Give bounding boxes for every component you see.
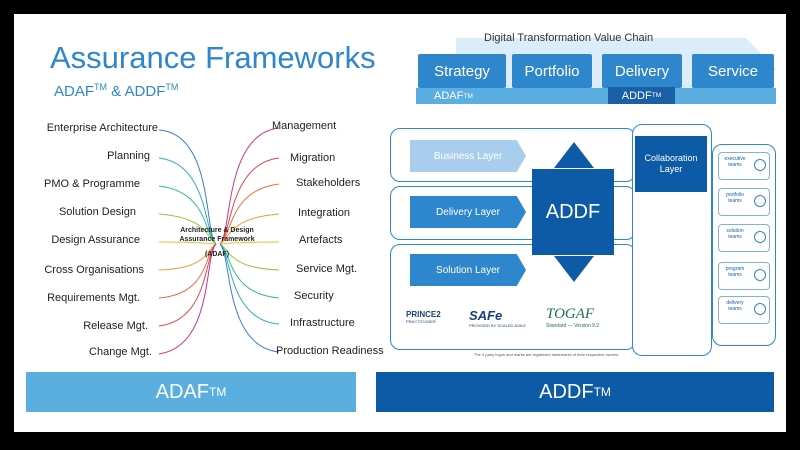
business-layer-tag: Business Layer	[410, 140, 526, 172]
adaf-item: Security	[294, 290, 334, 302]
subtitle-tm: TM	[94, 82, 108, 92]
adaf-item: Release Mgt.	[83, 320, 148, 332]
stage-service: Service	[692, 54, 774, 88]
adaf-connector-lines	[158, 127, 280, 355]
addf-core: ADDF	[532, 169, 614, 255]
subtitle-tm2: TM	[165, 82, 179, 92]
adaf-item: Solution Design	[58, 206, 136, 218]
togaf-logo: TOGAF Standard — Version 9.2	[546, 306, 600, 329]
adaf-item: Management	[272, 120, 337, 132]
delivery-layer-tag: Delivery Layer	[410, 196, 526, 228]
prince2-logo: PRINCE2 PRACTITIONER	[406, 310, 441, 324]
user-icon	[754, 303, 766, 315]
value-chain-title: Digital Transformation Value Chain	[484, 32, 654, 44]
adaf-item: Stakeholders	[296, 177, 361, 189]
adaf-item: Production Readiness	[276, 345, 384, 357]
trademark-footnote: The 3 party logos and marks are register…	[474, 352, 620, 357]
user-icon	[754, 195, 766, 207]
adaf-item: Integration	[298, 207, 350, 219]
adaf-center-label: Architecture & Design Assurance Framewor…	[179, 227, 255, 258]
subtitle-adaf: ADAF	[54, 83, 95, 100]
user-icon	[754, 269, 766, 281]
adaf-item: PMO & Programme	[44, 178, 140, 190]
adaf-item: Service Mgt.	[296, 263, 358, 275]
solution-layer-tag: Solution Layer	[410, 254, 526, 286]
page-subtitle: ADAFTM & ADDFTM	[54, 82, 178, 100]
stage-portfolio: Portfolio	[512, 54, 592, 88]
page-title: Assurance Frameworks	[50, 40, 376, 75]
adaf-item: Design Assurance	[51, 234, 140, 246]
adaf-item: Infrastructure	[290, 317, 355, 329]
value-chain-strip	[416, 88, 776, 104]
adaf-item: Enterprise Architecture	[46, 122, 158, 134]
adaf-item: Migration	[290, 152, 336, 164]
stage-delivery: Delivery	[602, 54, 682, 88]
user-icon	[754, 159, 766, 171]
slide: Assurance Frameworks ADAFTM & ADDFTM Dig…	[14, 14, 786, 432]
adaf-item: Cross Organisations	[44, 264, 144, 276]
safe-logo: SAFe PROVIDED BY SCALED AGILE	[469, 308, 527, 328]
subtitle-addf: & ADDF	[107, 83, 166, 100]
user-icon	[754, 231, 766, 243]
adaf-item: Change Mgt.	[89, 346, 152, 358]
adaf-item: Artefacts	[299, 234, 343, 246]
adaf-item: Requirements Mgt.	[47, 292, 140, 304]
stage-strategy: Strategy	[418, 54, 506, 88]
adaf-item: Planning	[107, 150, 150, 162]
addf-double-arrow	[554, 142, 594, 282]
